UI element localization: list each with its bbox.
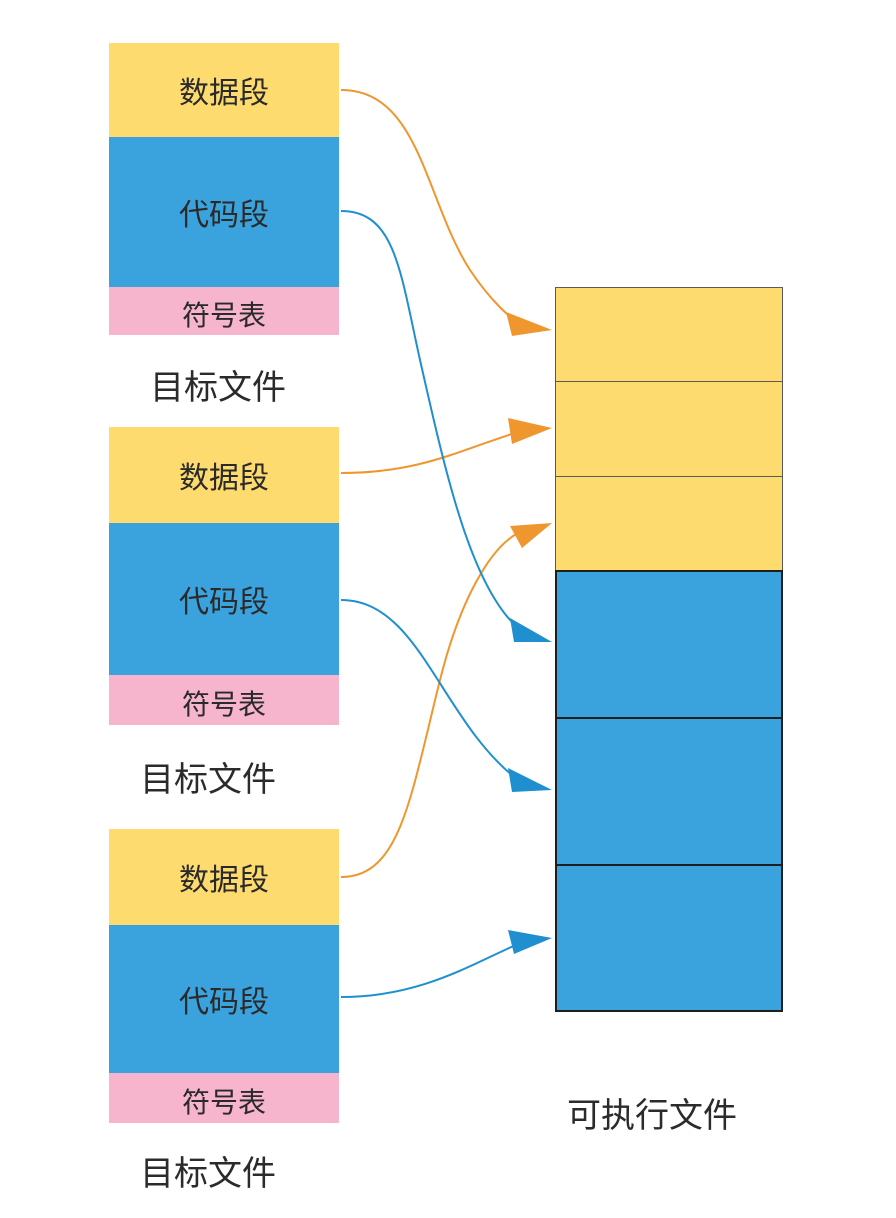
arrowhead-icon (510, 523, 552, 548)
data-arrow-1 (340, 89, 552, 336)
code-segment: 代码段 (109, 523, 339, 675)
executable-file-caption: 可执行文件 (567, 1096, 737, 1136)
arrowhead-icon (510, 618, 552, 642)
arrowhead-icon (506, 312, 552, 336)
data-arrow-3 (340, 523, 552, 878)
arrowhead-icon (508, 418, 552, 444)
executable-code-slot-3 (555, 864, 783, 1012)
object-file-caption: 目标文件 (140, 1154, 276, 1194)
object-file-caption: 目标文件 (150, 368, 286, 408)
arrowhead-icon (508, 768, 552, 792)
code-arrow-2 (340, 599, 552, 792)
arrowhead-icon (508, 930, 552, 954)
symbol-table: 符号表 (109, 1073, 339, 1123)
executable-data-slot-1 (555, 287, 783, 382)
object-file-caption: 目标文件 (140, 760, 276, 800)
data-segment: 数据段 (109, 829, 339, 925)
code-arrow-1 (340, 210, 552, 642)
code-arrow-3 (340, 930, 552, 998)
data-arrow-2 (340, 418, 552, 474)
symbol-table: 符号表 (109, 287, 339, 335)
symbol-table: 符号表 (109, 675, 339, 725)
data-segment: 数据段 (109, 43, 339, 137)
code-segment: 代码段 (109, 925, 339, 1073)
data-segment: 数据段 (109, 427, 339, 523)
executable-data-slot-3 (555, 476, 783, 572)
code-segment: 代码段 (109, 137, 339, 287)
executable-code-slot-1 (555, 570, 783, 719)
